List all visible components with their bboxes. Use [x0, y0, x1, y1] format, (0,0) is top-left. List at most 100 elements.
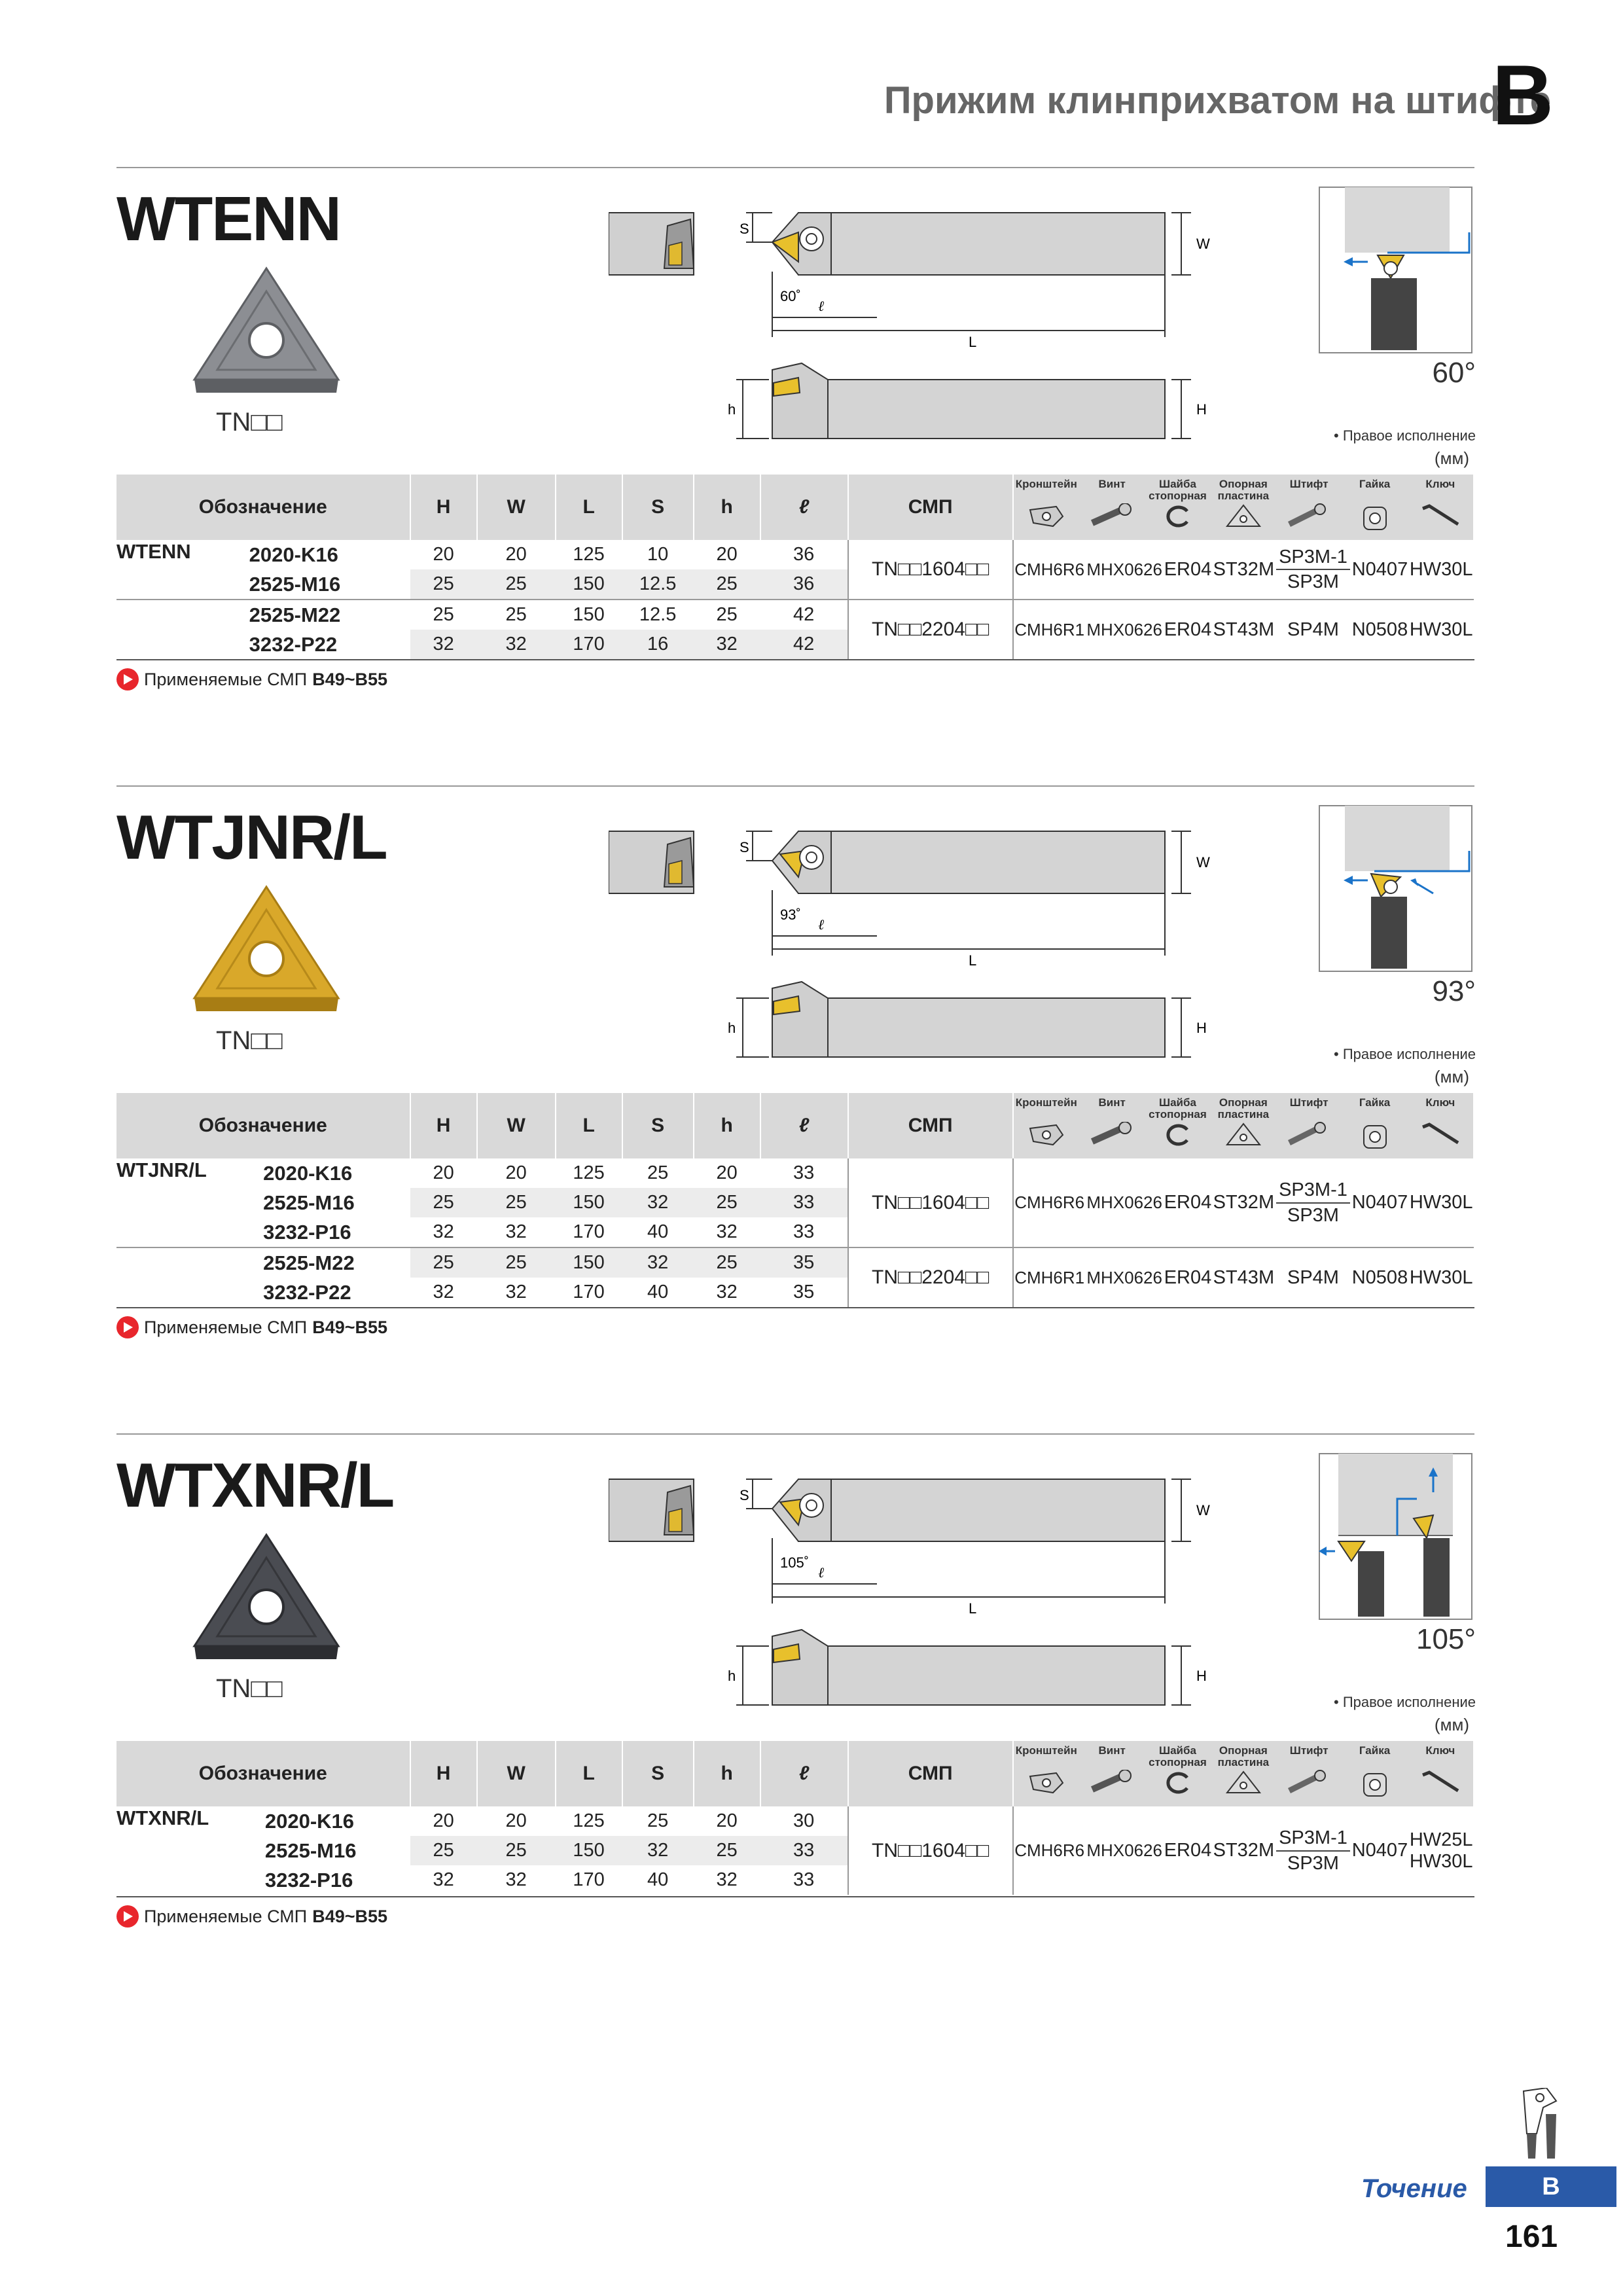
insert-designation: TN□□1604□□ — [847, 1158, 1013, 1247]
product-title: WTJNR/L — [116, 802, 388, 872]
dim-header: h — [693, 1741, 761, 1806]
dim-L: 170 — [555, 630, 622, 659]
screw-code: MHX0626 — [1086, 1840, 1162, 1860]
machining-scheme — [1319, 187, 1472, 357]
key-cell: HW30L — [1408, 599, 1474, 659]
series-cell — [116, 599, 245, 630]
svg-text:ℓ: ℓ — [818, 916, 825, 933]
svg-text:H: H — [1196, 1020, 1207, 1036]
pin-cell: SP4M — [1275, 599, 1351, 659]
insert-image — [191, 265, 342, 399]
dim-l: 36 — [793, 544, 815, 565]
pin-code: SP4M — [1287, 619, 1339, 640]
series-cell — [116, 1188, 259, 1217]
cmp-header: СМП — [847, 1741, 1014, 1806]
model-code: 2020-K16 — [249, 543, 338, 566]
dim-S: 32 — [622, 1188, 694, 1217]
dim-l: 42 — [760, 630, 848, 659]
svg-text:S: S — [740, 221, 749, 237]
insert-image — [191, 884, 342, 1018]
nut-code: N0407 — [1351, 1840, 1408, 1861]
dim-L: 170 — [573, 1869, 605, 1890]
tool-drawing: S W 60˚ ℓ L h H — [608, 206, 1237, 458]
dim-H: 25 — [410, 599, 477, 630]
model-code: 3232-P16 — [264, 1868, 353, 1892]
insert-designation: TN□□1604□□ — [847, 1806, 1013, 1895]
dim-l: 42 — [760, 599, 848, 630]
svg-text:h: h — [728, 1020, 736, 1036]
unit-label: (мм) — [1434, 1067, 1469, 1086]
approach-angle: 60° — [1432, 357, 1476, 389]
screw-code: MHX0626 — [1086, 559, 1162, 579]
arrow-icon — [116, 668, 139, 691]
dim-h: 25 — [693, 1836, 760, 1865]
svg-text:H: H — [1196, 401, 1207, 418]
dim-W: 32 — [505, 1221, 527, 1242]
series-cell — [116, 1217, 259, 1247]
dim-L: 150 — [555, 599, 622, 630]
part-name: Ключ — [1425, 1096, 1455, 1109]
dim-L: 170 — [573, 1221, 605, 1242]
dim-l: 35 — [760, 1247, 848, 1278]
dim-header: H — [410, 1093, 478, 1158]
right-hand-note: • Правое исполнение — [1334, 1046, 1476, 1062]
pin-code-top: SP3M-1 — [1276, 1826, 1350, 1852]
dim-W: 20 — [505, 544, 527, 565]
dim-H: 20 — [433, 1162, 454, 1183]
dim-L: 150 — [555, 1247, 622, 1278]
dim-h: 32 — [716, 1869, 738, 1890]
part-name: Винт — [1098, 1744, 1126, 1757]
key-code: HW30L — [1409, 558, 1473, 580]
footer-section-tab[interactable]: B — [1486, 2166, 1616, 2207]
nut-code: N0508 — [1351, 1247, 1409, 1307]
series-cell: WTXNR/L — [116, 1806, 209, 1829]
dim-S: 40 — [647, 1282, 669, 1302]
right-hand-note: • Правое исполнение — [1334, 427, 1476, 444]
series-cell — [116, 1278, 259, 1307]
screw-code: MHX0626 — [1085, 1247, 1164, 1307]
shim-code: ST43M — [1212, 599, 1275, 659]
svg-text:h: h — [728, 401, 736, 418]
part-name: Кронштейн — [1015, 1096, 1077, 1109]
svg-text:H: H — [1196, 1668, 1207, 1684]
key-cell: HW30L — [1408, 1158, 1474, 1247]
dim-W: 32 — [505, 1869, 527, 1890]
insert-designation: TN□□2204□□ — [847, 599, 1013, 659]
svg-text:h: h — [728, 1668, 736, 1684]
dim-l: 33 — [793, 1869, 815, 1890]
svg-text:93˚: 93˚ — [780, 906, 801, 923]
dim-H: 25 — [410, 1247, 477, 1278]
insert-code-label: TN□□ — [216, 1674, 283, 1703]
dim-h: 32 — [716, 1282, 738, 1302]
product-title: WTENN — [116, 184, 342, 254]
part-name: Шайба стопорная — [1149, 1744, 1207, 1768]
washer-code: ER04 — [1164, 1192, 1212, 1213]
tool-drawing: S W 105˚ ℓ L h H — [608, 1473, 1237, 1725]
model-code: 3232-P16 — [263, 1220, 351, 1244]
part-name: Опорная пластина — [1217, 1744, 1270, 1768]
part-name: Кронштейн — [1015, 1744, 1077, 1757]
pin-code-top: SP3M-1 — [1276, 1178, 1350, 1204]
key-code: HW30L — [1409, 1192, 1473, 1213]
dim-header: ℓ — [760, 1093, 849, 1158]
insert-designation: TN□□2204□□ — [847, 1247, 1013, 1307]
part-name: Опорная пластина — [1217, 1096, 1270, 1121]
part-header-6: Ключ — [1408, 475, 1473, 540]
svg-text:W: W — [1196, 1502, 1210, 1518]
applicable-ref: B49~B55 — [312, 1906, 388, 1926]
dim-h: 25 — [693, 599, 760, 630]
applicable-label: Применяемые СМП — [144, 669, 308, 689]
dim-W: 25 — [476, 1836, 556, 1865]
dim-l: 33 — [760, 1836, 848, 1865]
washer-code: ER04 — [1163, 599, 1213, 659]
part-header-6: Ключ — [1408, 1093, 1473, 1158]
insert-code-label: TN□□ — [216, 408, 283, 437]
key-code: HW25L — [1409, 1829, 1473, 1850]
